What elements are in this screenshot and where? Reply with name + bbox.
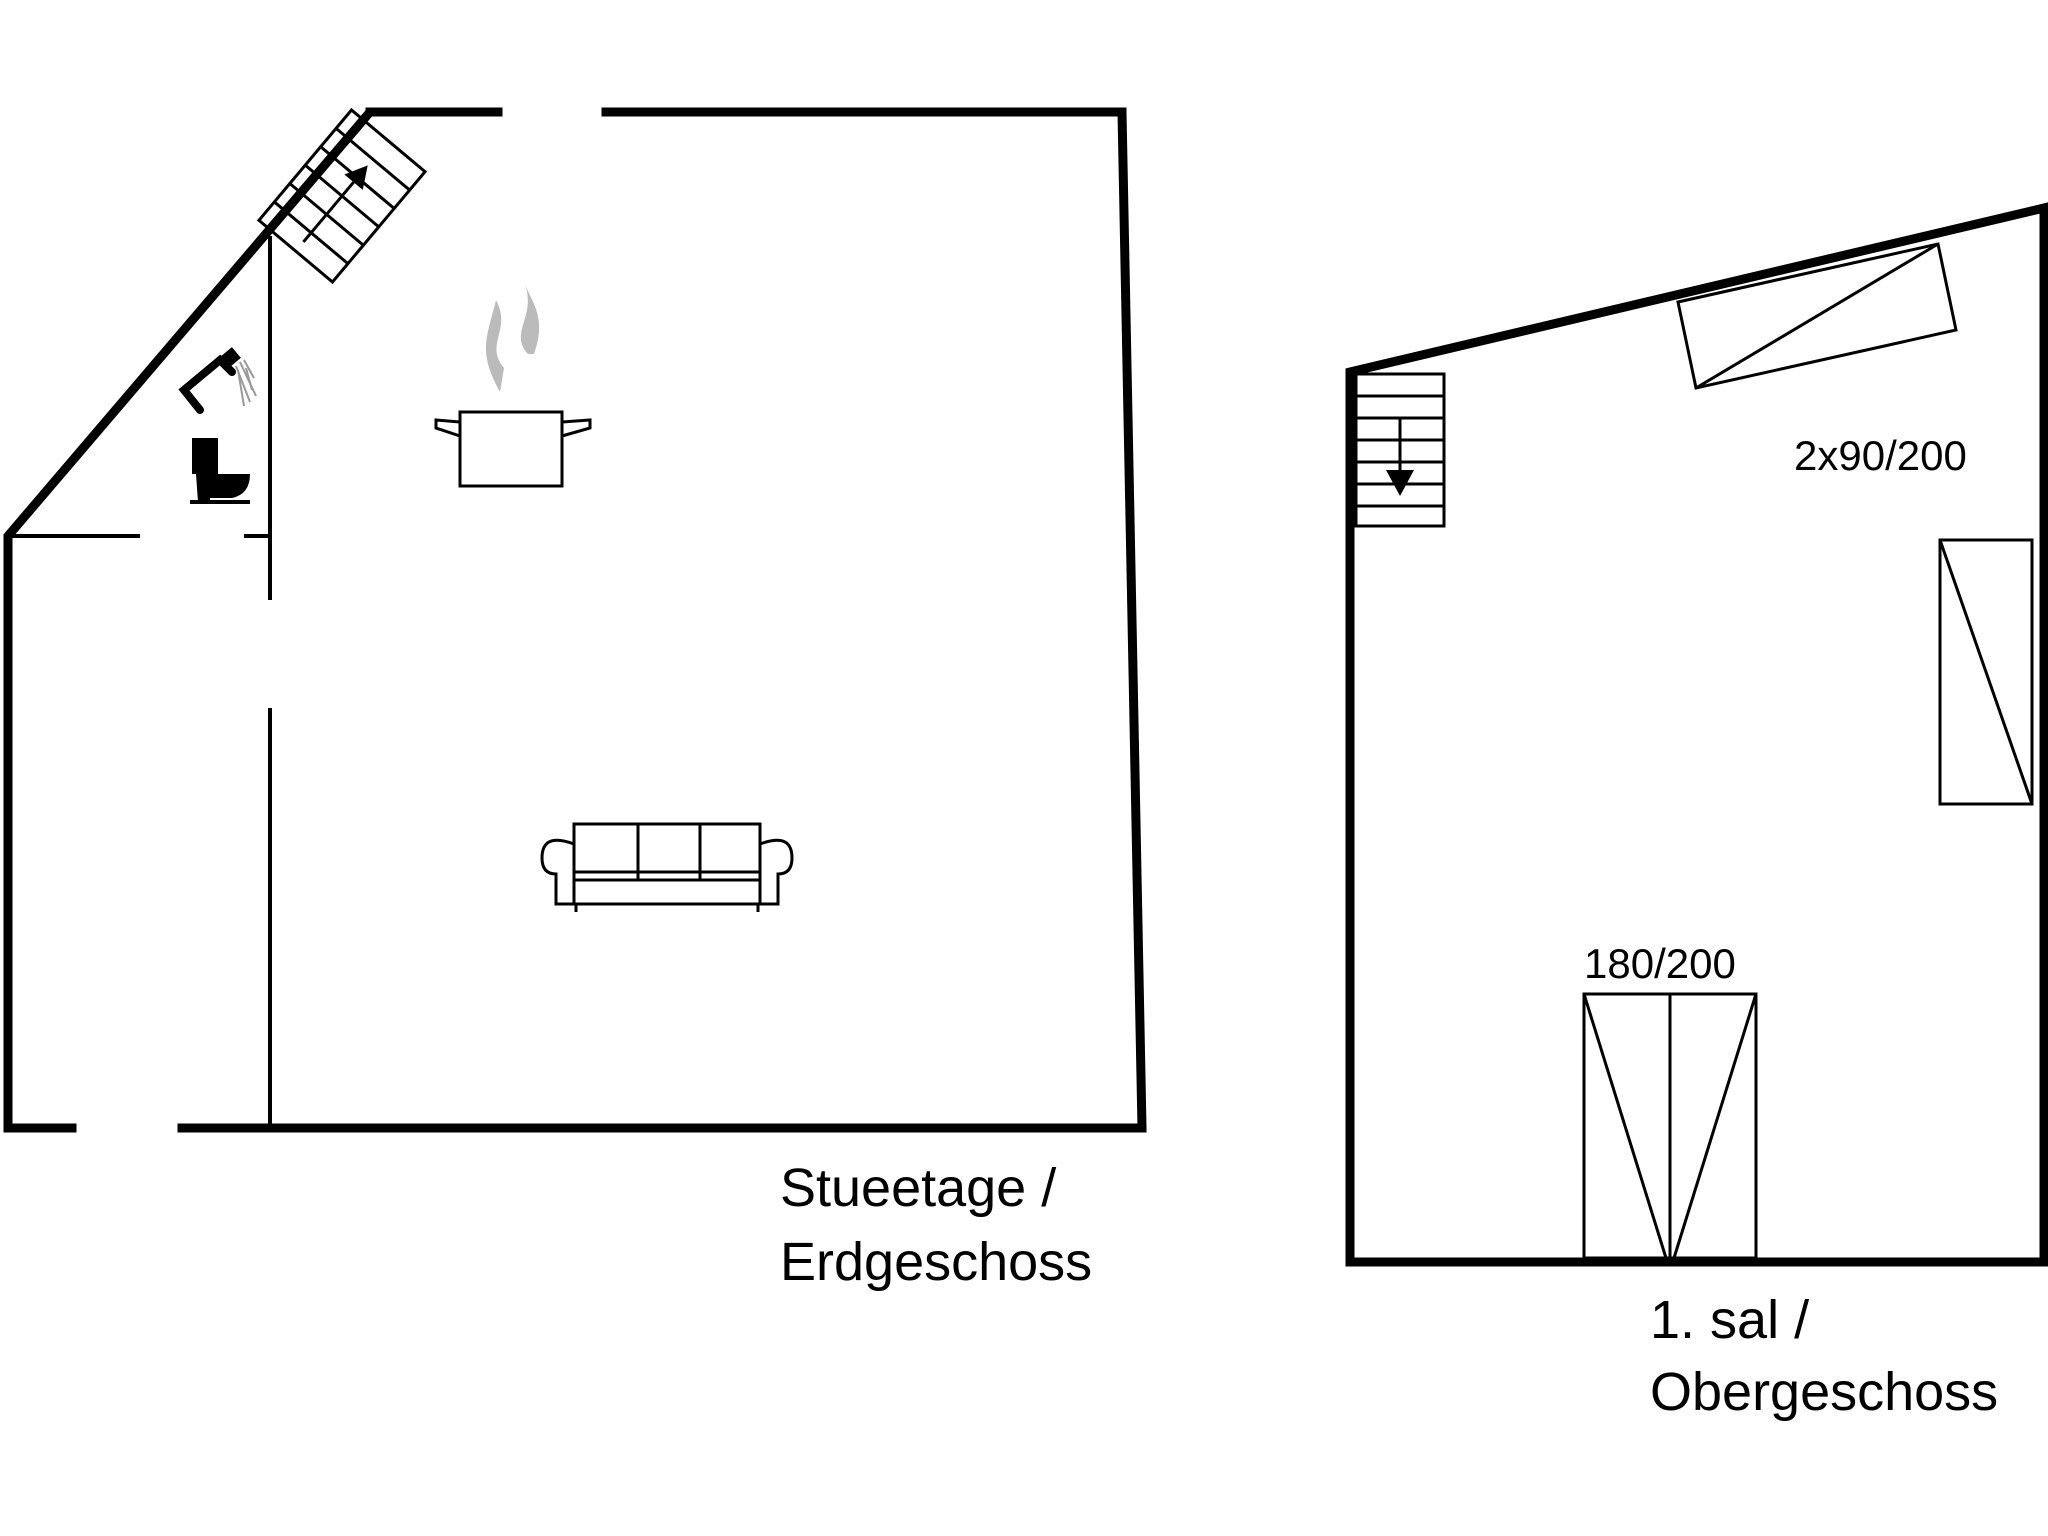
ground-outer-wall-left — [3, 107, 503, 1133]
shower-icon — [178, 347, 257, 414]
cooking-pot-icon — [434, 282, 592, 488]
stairs-down-icon — [1354, 372, 1446, 528]
ground-floor-label-line1: Stueetage / — [780, 1158, 1056, 1218]
upper-floor-label-line2: Obergeschoss — [1650, 1362, 1998, 1422]
single-beds-icon — [1676, 242, 1958, 390]
single-bed-size-label: 2x90/200 — [1794, 432, 1967, 479]
double-bed-size-label: 180/200 — [1584, 940, 1736, 987]
stairs-up-icon — [256, 107, 428, 285]
upper-floor-plan: 2x90/200 180/200 1. sal / Obergeschoss — [1345, 202, 2048, 1422]
single-bed-right — [1938, 538, 2034, 806]
upper-outer-wall — [1345, 202, 2048, 1267]
ground-floor-label-line2: Erdgeschoss — [780, 1232, 1092, 1292]
double-bed-icon — [1582, 992, 1758, 1260]
pot-body — [458, 410, 564, 488]
sofa-icon — [540, 822, 794, 912]
ground-outer-wall — [177, 107, 1147, 1133]
upper-floor-label-line1: 1. sal / — [1650, 1290, 1809, 1350]
toilet-icon — [190, 438, 250, 504]
ground-floor-plan: Stueetage / Erdgeschoss — [3, 100, 1147, 1292]
